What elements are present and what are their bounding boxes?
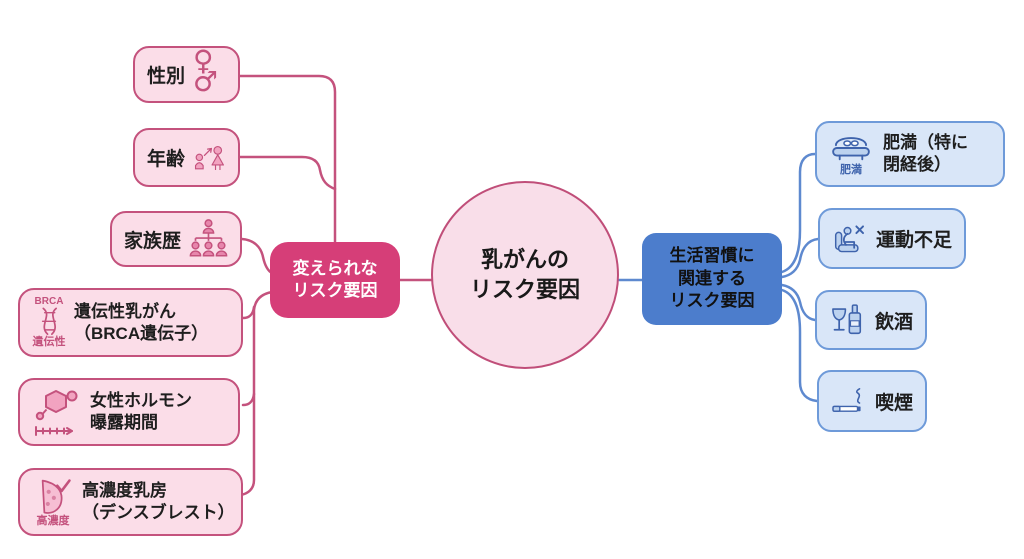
factor-sex: 性別 ♀♂: [133, 46, 240, 103]
factor-family-history: 家族歴: [110, 211, 242, 267]
factor-dense-line2: （デンスブレスト）: [82, 503, 235, 522]
hormone-molecule-timeline-icon: [35, 390, 78, 436]
central-topic-label: 乳がんの リスク要因: [470, 245, 580, 304]
factor-obesity-line2: 閉経後）: [883, 155, 951, 174]
factor-obesity: 肥満 肥満（特に 閉経後）: [815, 121, 1005, 187]
obesity-caption: 肥満: [840, 164, 862, 176]
pink-connectors: [238, 74, 434, 497]
factor-family-history-label: 家族歴: [124, 230, 182, 252]
hub-lifestyle-line2: 関連する: [678, 268, 746, 288]
factor-hormone-line2: 曝露期間: [90, 413, 158, 432]
factor-hereditary-label: 遺伝性乳がん （BRCA遺伝子）: [74, 301, 208, 345]
blue-connectors: [617, 152, 820, 403]
hereditary-caption: 遺伝性: [32, 336, 66, 348]
factor-dense-breast: 高濃度 高濃度乳房 （デンスブレスト）: [18, 468, 243, 536]
weight-scale-icon: [832, 137, 870, 161]
factor-obesity-label: 肥満（特に 閉経後）: [883, 132, 968, 176]
factor-hereditary-line1: 遺伝性乳がん: [74, 301, 176, 321]
factor-dense-line1: 高濃度乳房: [82, 481, 167, 501]
factor-exercise-label: 運動不足: [875, 230, 952, 251]
dense-breast-check-icon: [41, 478, 71, 514]
hub-unchangeable-risk-factors: 変えられな リスク要因: [270, 242, 400, 318]
central-topic-line1: 乳がんの: [480, 247, 569, 273]
factor-alcohol-label: 飲酒: [874, 311, 913, 333]
factor-hereditary-breast-cancer: BRCA 遺伝性 遺伝性乳がん （BRCA遺伝子）: [18, 288, 243, 357]
factor-lack-of-exercise: 運動不足: [818, 208, 966, 269]
factor-hereditary-line2: （BRCA遺伝子）: [74, 323, 209, 343]
factor-obesity-line1: 肥満（特に: [883, 132, 968, 152]
dense-caption: 高濃度: [36, 514, 70, 527]
wine-glass-bottle-icon: [832, 304, 862, 335]
hub-lifestyle-risk-factors: 生活習慣に 関連する リスク要因: [642, 233, 782, 325]
age-growth-icon: [194, 145, 225, 170]
factor-age: 年齢: [133, 128, 240, 187]
hub-unchangeable-label: 変えられな リスク要因: [293, 258, 378, 303]
brca-dna-icon-block: BRCA 遺伝性: [32, 297, 66, 348]
factor-sex-label: 性別: [147, 66, 186, 87]
factor-hormone-line1: 女性ホルモン: [90, 391, 192, 411]
hub-lifestyle-label: 生活習慣に 関連する リスク要因: [670, 245, 755, 312]
factor-smoking: 喫煙: [817, 370, 927, 432]
hub-unchangeable-line2: リスク要因: [292, 281, 378, 300]
dense-breast-icon-block: 高濃度: [32, 478, 74, 527]
factor-smoking-label: 喫煙: [874, 392, 913, 414]
female-male-icon: ♀♂: [193, 43, 226, 103]
obesity-icon-block: 肥満: [829, 132, 873, 176]
factor-hormone-label: 女性ホルモン 曝露期間: [90, 390, 192, 434]
factor-dense-label: 高濃度乳房 （デンスブレスト）: [82, 480, 235, 524]
factor-hormone-exposure: 女性ホルモン 曝露期間: [18, 378, 240, 446]
hub-lifestyle-line3: リスク要因: [669, 291, 755, 311]
factor-age-label: 年齢: [147, 149, 186, 170]
brca-caption: BRCA: [34, 296, 64, 307]
central-topic-line2: リスク要因: [469, 277, 580, 302]
female-symbol-icon: ♀: [193, 43, 214, 77]
cigarette-smoke-icon: [832, 387, 861, 412]
hub-lifestyle-line1: 生活習慣に: [669, 246, 755, 266]
sitting-person-x-icon: [834, 224, 864, 252]
central-topic-breast-cancer-risk-factors: 乳がんの リスク要因: [431, 181, 619, 369]
factor-alcohol: 飲酒: [815, 290, 927, 350]
family-tree-icon: [189, 219, 228, 257]
dna-helix-icon: [41, 307, 57, 335]
hub-unchangeable-line1: 変えられな: [292, 258, 378, 278]
male-symbol-icon: ♂: [193, 64, 219, 98]
